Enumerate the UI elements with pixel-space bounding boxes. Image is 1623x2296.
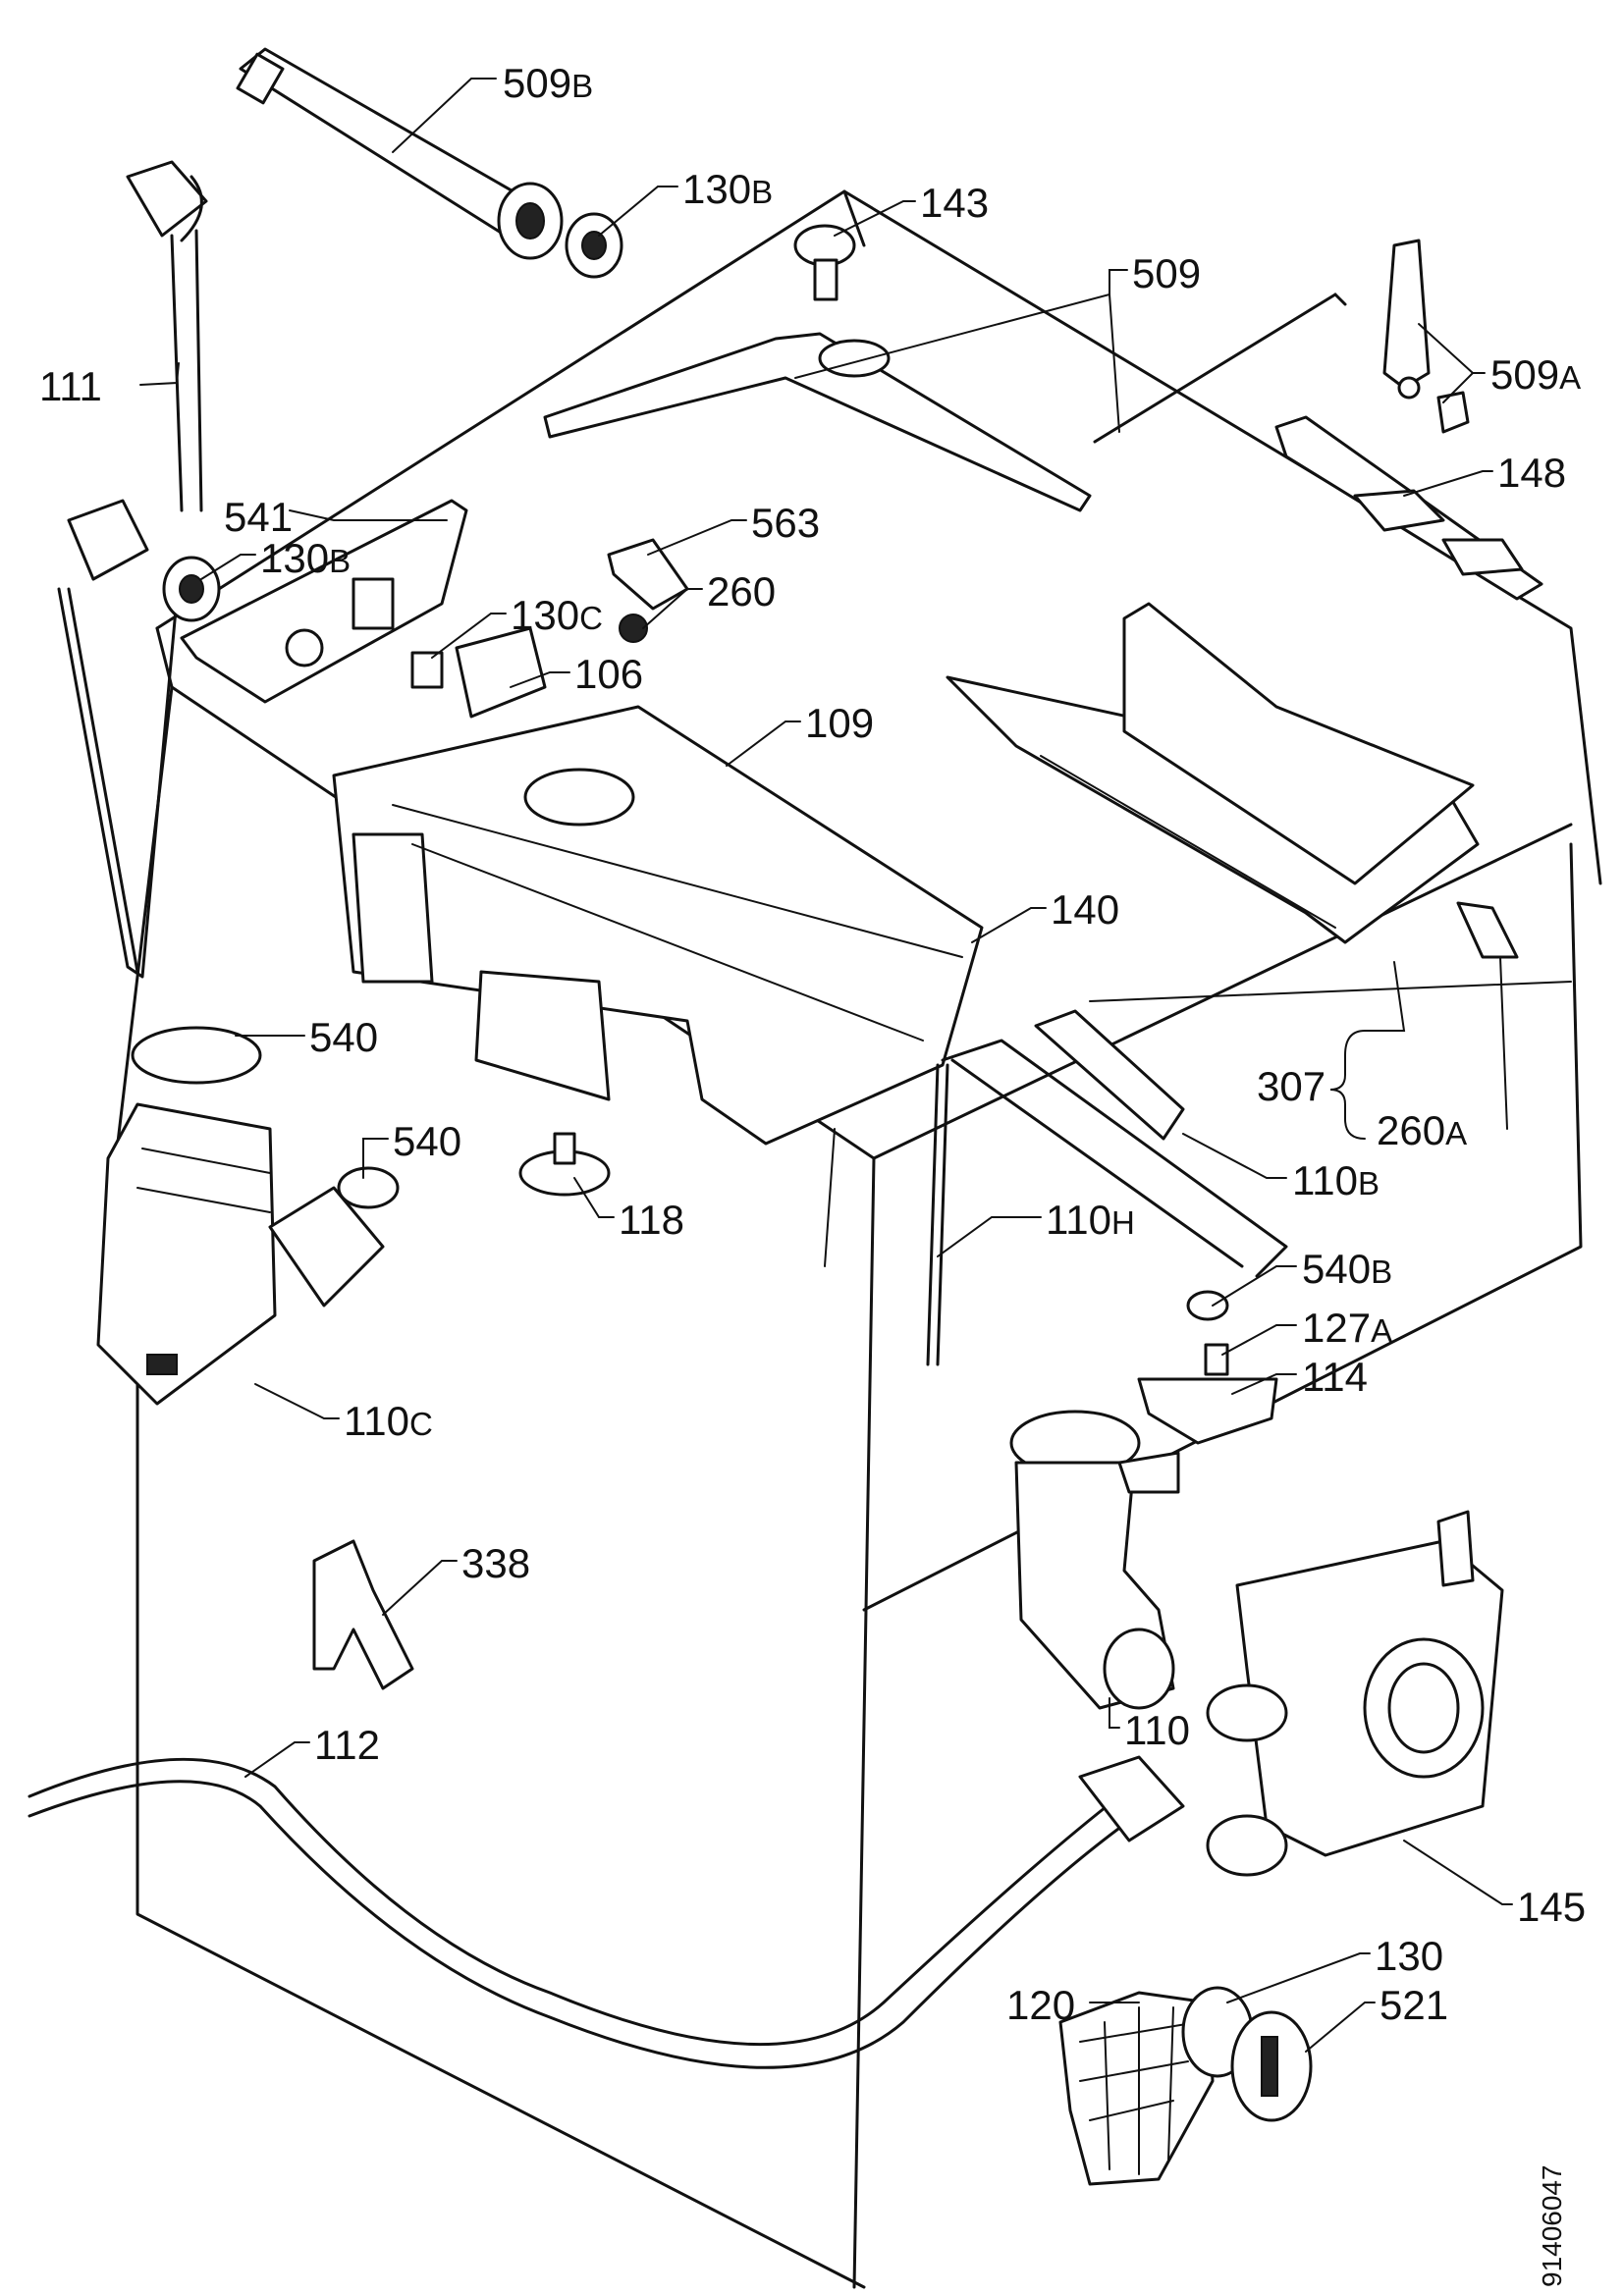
label-148: 148 (1497, 450, 1567, 496)
connector-127a (1204, 1343, 1229, 1376)
label-130c: 130C (511, 592, 603, 638)
label-260: 260 (707, 568, 777, 614)
label-509a: 509A (1490, 351, 1582, 398)
drain-hose-112 (27, 1755, 1185, 2069)
label-145: 145 (1517, 1884, 1587, 1930)
clip-260a (1456, 901, 1519, 959)
label-110h: 110H (1046, 1197, 1135, 1243)
label-110b: 110B (1292, 1157, 1380, 1203)
label-540-b: 540 (393, 1118, 462, 1164)
valve-130c-106 (410, 626, 547, 719)
handle-148 (1274, 415, 1543, 601)
label-540-a: 540 (309, 1014, 379, 1060)
label-110: 110 (1124, 1707, 1190, 1753)
clip-540b (1186, 1290, 1229, 1321)
pipe-110b (926, 1009, 1288, 1366)
label-130: 130 (1375, 1933, 1444, 1979)
gear-118 (518, 1132, 611, 1197)
valve-114 (1137, 1377, 1278, 1445)
leader-lines (139, 78, 1513, 2053)
cover-563 (607, 538, 689, 611)
pivot-509a (1382, 239, 1470, 434)
inlet-pipe-509b (236, 47, 564, 260)
label-140: 140 (1051, 886, 1120, 933)
label-143: 143 (920, 180, 990, 226)
brace-307 (1329, 1030, 1366, 1140)
label-521: 521 (1380, 1982, 1449, 2028)
label-118: 118 (619, 1197, 684, 1243)
sump-hose-110c (96, 1102, 385, 1406)
label-563: 563 (751, 500, 821, 546)
label-106: 106 (574, 651, 644, 697)
knob-143 (793, 224, 856, 301)
label-110c: 110C (344, 1398, 433, 1444)
label-540b: 540B (1302, 1246, 1393, 1292)
panel-541 (180, 499, 468, 704)
document-id: 91406047 (1537, 2164, 1567, 2287)
label-130b-mid: 130B (260, 535, 352, 581)
elbow-110 (1009, 1410, 1180, 1710)
pump-filter-120 (1058, 1991, 1215, 2186)
hose-left (57, 499, 179, 979)
seal-130b-mid (162, 556, 221, 622)
dispenser-housing-109 (332, 705, 984, 1146)
label-114: 114 (1302, 1354, 1368, 1400)
label-338: 338 (461, 1540, 531, 1586)
label-112: 112 (314, 1722, 380, 1768)
clamp-540-a (131, 1026, 262, 1085)
seal-130b-top (565, 212, 623, 279)
drawer (946, 602, 1480, 944)
label-509: 509 (1132, 250, 1202, 296)
label-541: 541 (224, 494, 294, 540)
cap-521 (1230, 2010, 1313, 2122)
label-127a: 127A (1302, 1305, 1393, 1351)
clamp-540-b (337, 1166, 400, 1209)
label-109: 109 (805, 700, 875, 746)
pump-housing-145 (1206, 1510, 1504, 1877)
label-111: 111 (39, 363, 102, 409)
clip-260 (619, 614, 648, 643)
label-130b-top: 130B (682, 166, 774, 212)
label-120: 120 (1006, 1982, 1076, 2028)
label-260a: 260A (1377, 1107, 1468, 1153)
label-509b: 509B (503, 60, 594, 106)
inlet-hose-111 (126, 160, 208, 512)
label-307: 307 (1257, 1063, 1326, 1109)
bracket-338 (312, 1539, 414, 1690)
lever-509 (543, 293, 1347, 512)
